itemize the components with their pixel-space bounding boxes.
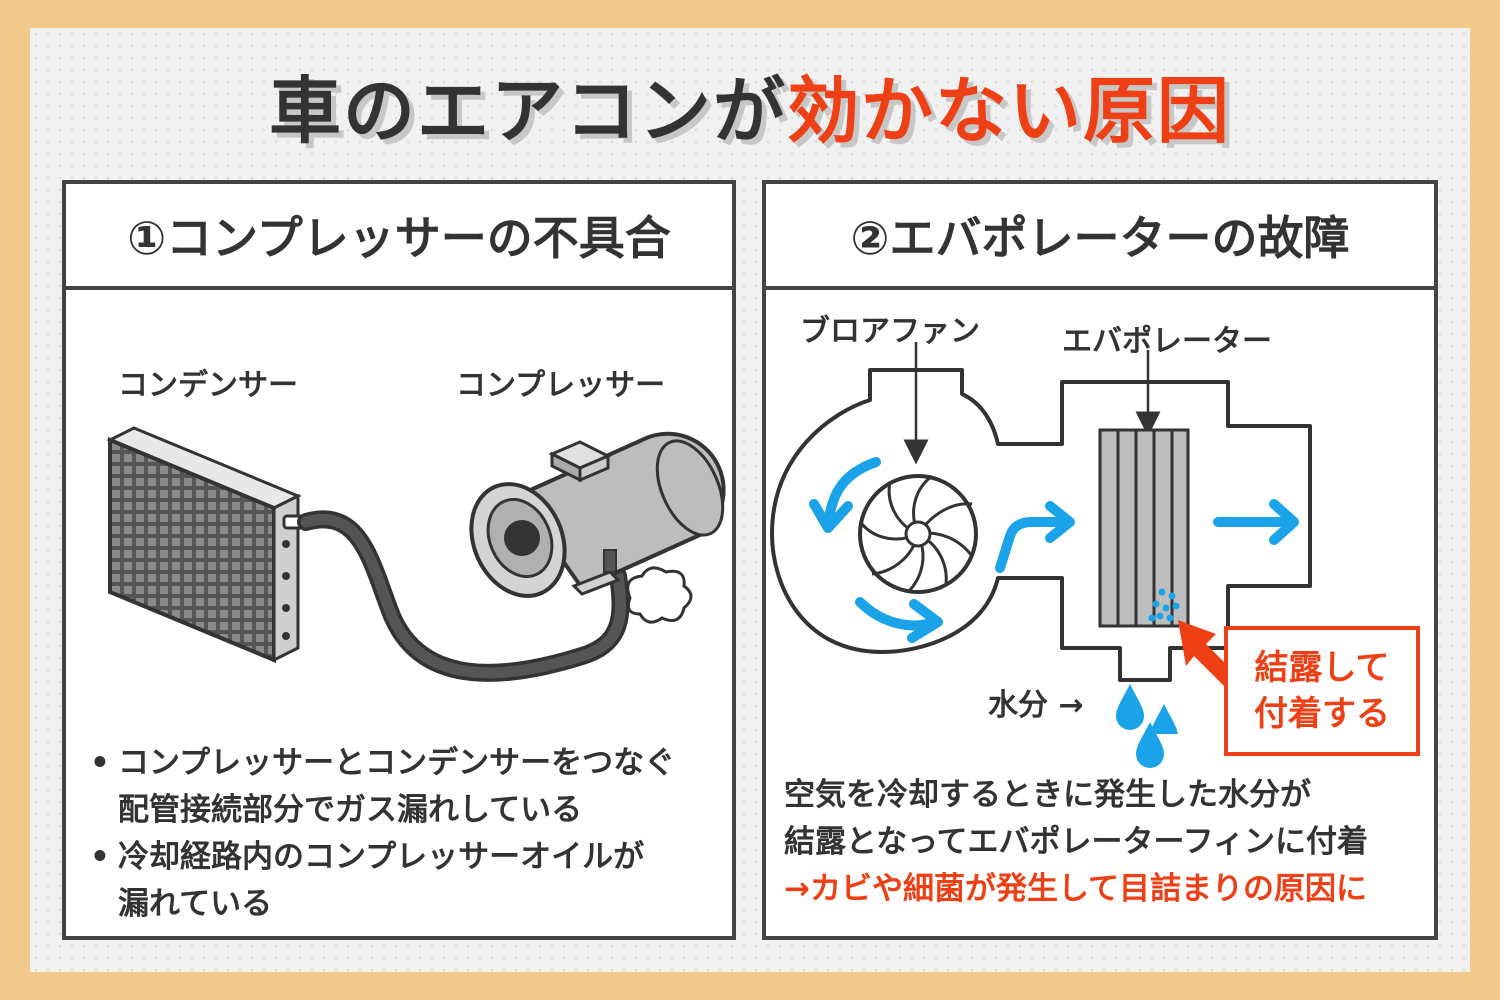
compressor-causes-list: コンプレッサーとコンデンサーをつなぐ 配管接続部分でガス漏れしている 冷却経路内…: [88, 740, 728, 928]
callout-line1: 結露して: [1254, 648, 1390, 688]
condensation-callout: 結露して 付着する: [1224, 626, 1420, 756]
compressor-label: コンプレッサー: [456, 368, 666, 403]
gas-leak-icon: [626, 566, 693, 624]
list-item-line: コンプレッサーとコンデンサーをつなぐ: [118, 745, 676, 781]
description-line: 空気を冷却するときに発生した水分が: [784, 777, 1311, 813]
list-item: 冷却経路内のコンプレッサーオイルが 漏れている: [88, 834, 728, 928]
callout-line2: 付着する: [1254, 694, 1390, 734]
compressor-illustration: [106, 426, 726, 682]
list-item-line: 冷却経路内のコンプレッサーオイルが: [118, 839, 645, 875]
condensation-dots: [1148, 588, 1180, 622]
evaporator-panel-heading: ②エバポレーターの故障: [766, 184, 1434, 290]
compressor-icon: [469, 431, 726, 598]
list-item-line: 配管接続部分でガス漏れしている: [118, 792, 583, 828]
water-drop-icons: [1116, 684, 1178, 734]
water-label: 水分 →: [988, 688, 1084, 723]
main-title-highlight: 効かない原因: [787, 69, 1232, 153]
airflow-arrows: [809, 457, 1299, 643]
description-line: 結露となってエバポレーターフィンに付着: [784, 824, 1369, 860]
description-conclusion: →カビや細菌が発生して目詰まりの原因に: [784, 871, 1368, 907]
blower-fan-label: ブロアファン: [800, 314, 980, 349]
main-title-part1: 車のエアコンが: [268, 69, 787, 153]
list-item: コンプレッサーとコンデンサーをつなぐ 配管接続部分でガス漏れしている: [88, 740, 728, 834]
evaporator-label: エバポレーター: [1062, 324, 1272, 359]
evaporator-panel: ②エバポレーターの故障 ブロアファン エバポレーター: [762, 180, 1438, 940]
evaporator-description: 空気を冷却するときに発生した水分が 結露となってエバポレーターフィンに付着 →カ…: [784, 772, 1368, 913]
list-item-line: 漏れている: [118, 886, 273, 922]
evaporator-illustration: [770, 342, 1312, 734]
compressor-panel: ①コンプレッサーの不具合 コンデンサー コンプレッサー: [62, 180, 736, 940]
condenser-icon: [106, 426, 308, 663]
water-drop-icon: [1136, 722, 1164, 768]
callout-arrow-icon: [1178, 620, 1236, 686]
blower-fan-icon: [858, 474, 978, 594]
condenser-label: コンデンサー: [118, 368, 298, 403]
compressor-panel-heading: ①コンプレッサーの不具合: [66, 184, 732, 290]
main-title: 車のエアコンが効かない原因: [0, 52, 1500, 157]
